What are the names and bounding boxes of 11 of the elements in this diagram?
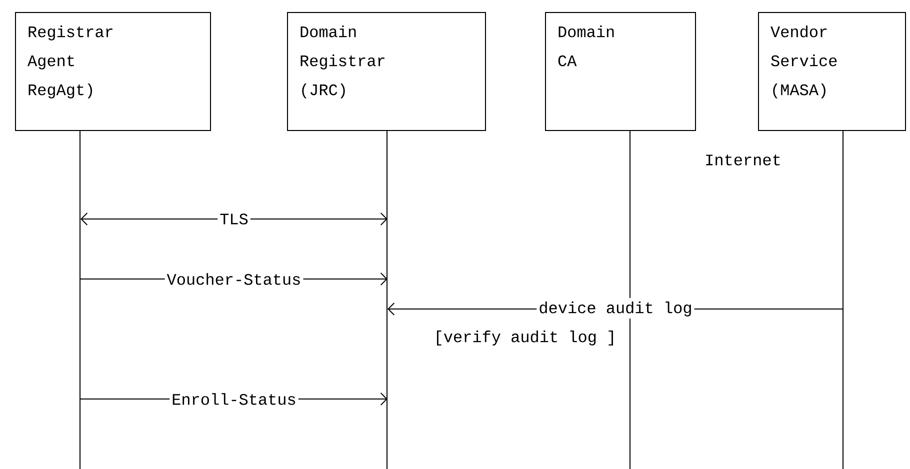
participant-box: Domain Registrar (JRC)	[287, 12, 486, 131]
note-text: [verify audit log ]	[432, 328, 618, 348]
edge-label: Enroll-Status	[170, 391, 298, 407]
participant-box: Domain CA	[545, 12, 696, 131]
edge-label: TLS	[218, 212, 250, 226]
participant-box: Registrar Agent RegAgt)	[15, 12, 211, 131]
participant-box: Vendor Service (MASA)	[758, 12, 906, 131]
message-arrow	[80, 212, 388, 226]
note-text: Internet	[702, 152, 784, 168]
edge-label: Voucher-Status	[164, 271, 304, 287]
edge-label: device audit log	[536, 300, 694, 318]
